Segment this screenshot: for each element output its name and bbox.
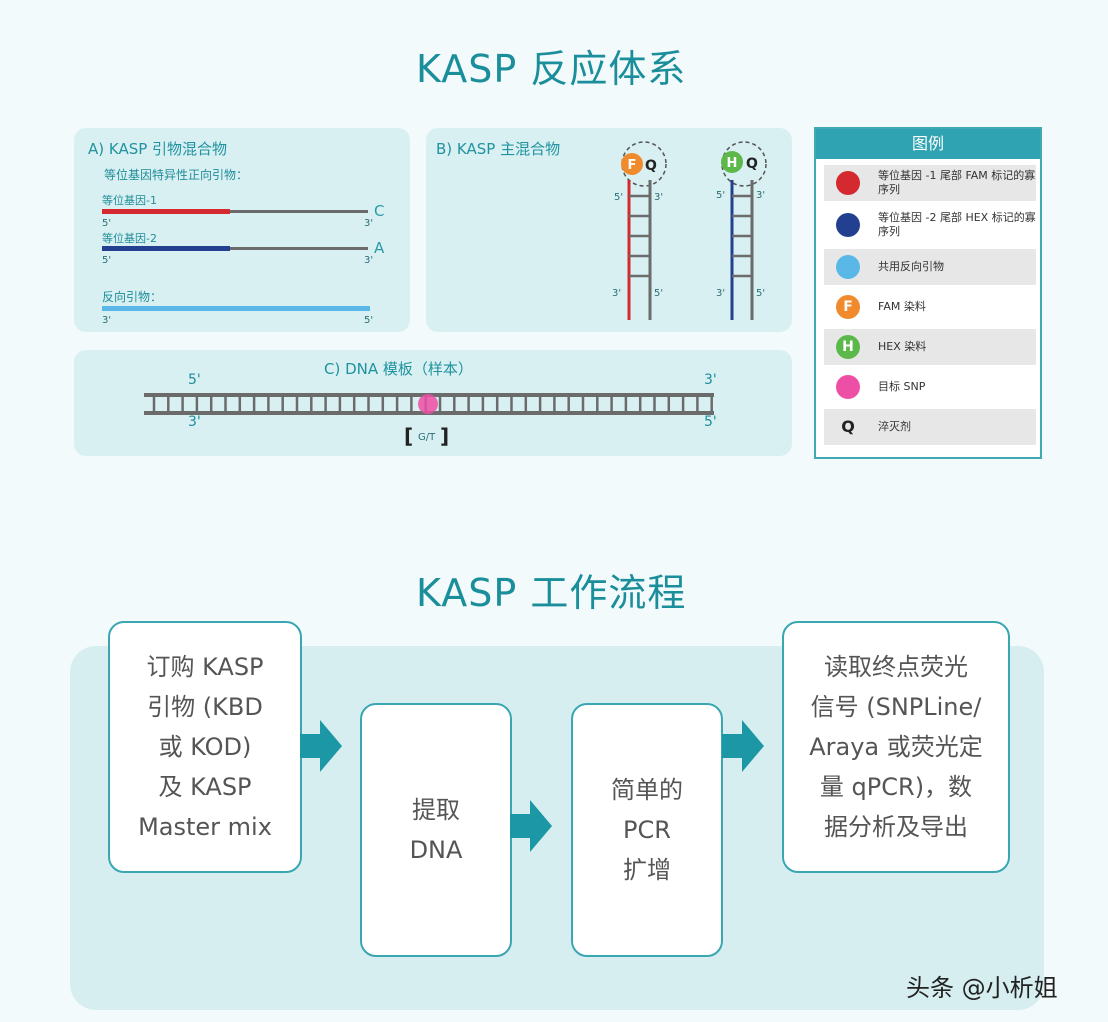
quencher-q-icon: Q: [841, 417, 855, 436]
section-title-workflow: KASP 工作流程: [416, 571, 687, 615]
arrow-right-icon: [300, 720, 342, 772]
dna-double-strand: [144, 393, 714, 415]
fret-cassette-graphic: F Q 5' 3' 3' 5' H Q 5' 3' 3' 5': [612, 141, 767, 320]
snp-bracket-open: [: [404, 424, 414, 448]
allele1-end-base: C: [374, 202, 385, 220]
template-bottom-3prime: 3': [188, 414, 201, 430]
reverse-primer-label: 反向引物：: [102, 290, 163, 304]
panel-master-mix: B) KASP 主混合物 F Q 5' 3' 3' 5' H Q 5' 3' 3: [426, 128, 792, 332]
reverse-primer-strand: [102, 306, 370, 311]
fam-3prime-top: 3': [654, 192, 663, 203]
allele2-end-base: A: [374, 239, 385, 257]
legend-text: FAM 染料: [878, 300, 926, 313]
legend-text: 共用反向引物: [878, 260, 944, 273]
legend-title: 图例: [816, 129, 1040, 159]
step-text: 简单的 PCR 扩增: [611, 776, 683, 884]
reverse-3prime: 3': [102, 315, 112, 326]
hex-letter: H: [727, 156, 738, 171]
snp-allele-label: G/T: [418, 432, 436, 443]
forward-primer-heading: 等位基因特异性正向引物：: [104, 168, 249, 182]
legend-item-allele2: 等位基因 -2 尾部 HEX 标记的寡序列: [824, 207, 1036, 243]
workflow-step-order-primers: 订购 KASP 引物 (KBD 或 KOD) 及 KASP Master mix: [108, 621, 302, 873]
template-top-5prime: 5': [188, 372, 201, 388]
hex-5prime-bottom: 5': [756, 288, 765, 299]
hex-5prime: 5': [716, 190, 725, 201]
legend-text: 目标 SNP: [878, 380, 926, 393]
template-top-3prime: 3': [704, 372, 717, 388]
allele1-label: 等位基因-1: [102, 194, 157, 207]
hex-rungs: [732, 194, 752, 278]
panel-dna-template: C) DNA 模板（样本） 5' 3' 3' 5' [ G/T ]: [74, 350, 792, 456]
hex-quench-ring: [721, 141, 767, 187]
allele2-primer-strand: [230, 247, 368, 250]
legend-item-fam: F FAM 染料: [824, 289, 1036, 325]
workflow-step-extract-dna: 提取 DNA: [360, 703, 512, 957]
red-dot-icon: [836, 171, 860, 195]
allele1-tail: [102, 209, 230, 214]
snp-marker: [418, 394, 438, 414]
fam-quench-ring: [621, 141, 667, 187]
section-title-system: KASP 反应体系: [416, 47, 687, 91]
workflow-step-pcr: 简单的 PCR 扩增: [571, 703, 723, 957]
arrow-right-icon: [510, 800, 552, 852]
legend-item-allele1: 等位基因 -1 尾部 FAM 标记的寡序列: [824, 165, 1036, 201]
snp-bracket-close: ]: [440, 424, 450, 448]
pink-dot-icon: [836, 375, 860, 399]
allele2-label: 等位基因-2: [102, 232, 157, 245]
hex-dot-icon: H: [836, 335, 860, 359]
light-blue-dot-icon: [836, 255, 860, 279]
hex-dye-icon: [721, 151, 743, 173]
fam-5prime: 5': [614, 192, 623, 203]
legend-item-quencher: Q 淬灭剂: [824, 409, 1036, 445]
watermark-text: 头条 @小析姐: [906, 974, 1058, 1002]
hex-q-letter: Q: [746, 156, 758, 172]
template-bottom-5prime: 5': [704, 414, 717, 430]
allele2-tail: [102, 246, 230, 251]
allele2-5prime: 5': [102, 255, 112, 266]
fam-letter: F: [628, 158, 637, 173]
fam-dye-icon: [621, 153, 643, 175]
navy-dot-icon: [836, 213, 860, 237]
panel-c-title: C) DNA 模板（样本）: [324, 360, 473, 378]
legend-text: 等位基因 -2 尾部 HEX 标记的寡序列: [878, 211, 1036, 238]
fam-dot-icon: F: [836, 295, 860, 319]
legend-panel: 图例 等位基因 -1 尾部 FAM 标记的寡序列 等位基因 -2 尾部 HEX …: [814, 127, 1042, 459]
allele2-3prime: 3': [364, 255, 374, 266]
legend-text: 淬灭剂: [878, 420, 911, 433]
legend-text: HEX 染料: [878, 340, 927, 353]
panel-a-title: A) KASP 引物混合物: [88, 140, 228, 158]
hex-3prime: 3': [716, 288, 725, 299]
step-text: 读取终点荧光 信号 (SNPLine/ Araya 或荧光定 量 qPCR)，数…: [809, 653, 983, 841]
hex-3prime-top: 3': [756, 190, 765, 201]
fam-rungs: [629, 194, 650, 278]
fam-q-letter: Q: [645, 158, 657, 174]
allele1-primer-strand: [230, 210, 368, 213]
fam-3prime: 3': [612, 288, 621, 299]
legend-item-snp: 目标 SNP: [824, 369, 1036, 405]
step-text: 订购 KASP 引物 (KBD 或 KOD) 及 KASP Master mix: [138, 653, 272, 841]
legend-item-hex: H HEX 染料: [824, 329, 1036, 365]
arrow-right-icon: [722, 720, 764, 772]
allele1-5prime: 5': [102, 218, 112, 229]
reverse-5prime: 5': [364, 315, 374, 326]
step-text: 提取 DNA: [409, 796, 463, 864]
workflow-step-readout: 读取终点荧光 信号 (SNPLine/ Araya 或荧光定 量 qPCR)，数…: [782, 621, 1010, 873]
panel-b-title: B) KASP 主混合物: [436, 140, 561, 158]
dna-rungs: [152, 395, 713, 413]
legend-text: 等位基因 -1 尾部 FAM 标记的寡序列: [878, 169, 1036, 196]
allele1-3prime: 3': [364, 218, 374, 229]
panel-primer-mix: A) KASP 引物混合物 等位基因特异性正向引物： 等位基因-1 5' 3' …: [74, 128, 410, 332]
legend-item-reverse: 共用反向引物: [824, 249, 1036, 285]
fam-5prime-bottom: 5': [654, 288, 663, 299]
